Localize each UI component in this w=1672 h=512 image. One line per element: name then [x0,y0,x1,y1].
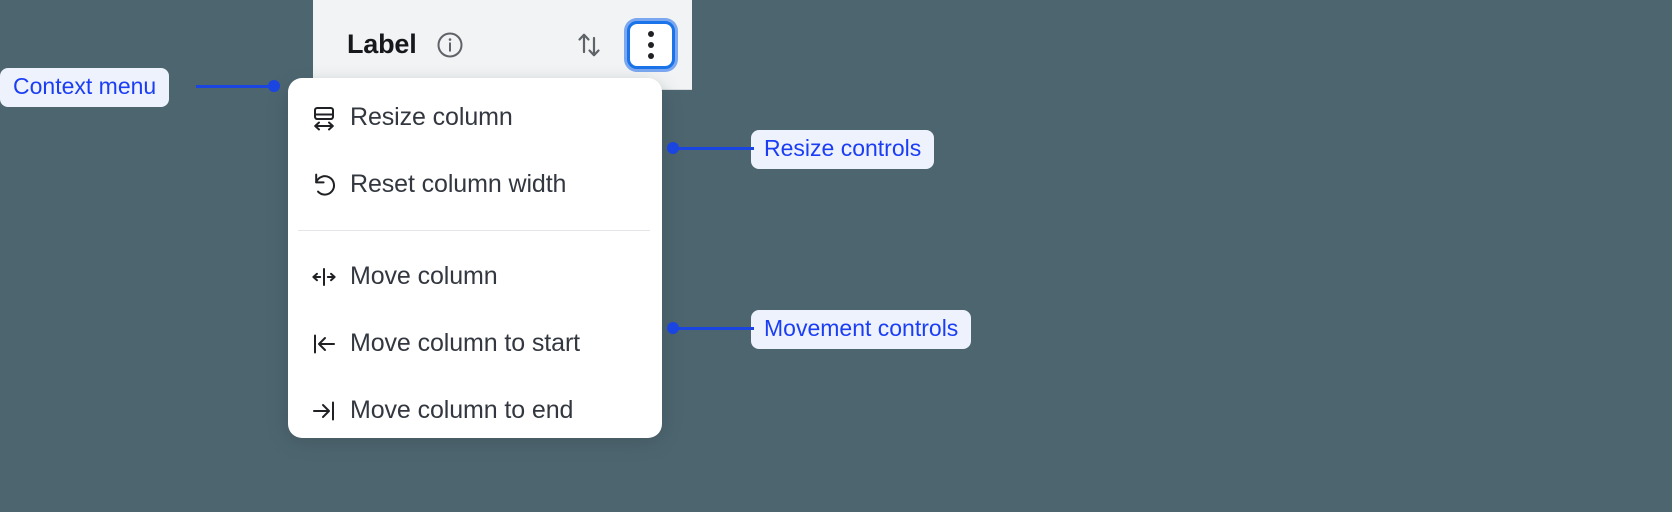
menu-item-resize-column[interactable]: Resize column [288,84,662,151]
info-circle-icon[interactable] [435,30,465,60]
reset-width-undo-icon [298,169,350,201]
column-header: Label [313,0,692,90]
move-column-icon [298,261,350,293]
menu-item-label: Resize column [350,103,513,131]
move-to-start-icon [298,328,350,360]
menu-item-label: Reset column width [350,170,567,198]
annotation-label-movement-controls: Movement controls [751,310,972,349]
more-vertical-icon-button[interactable] [627,20,675,69]
annotation-leader-line-context-menu [196,85,274,88]
annotation-leader-line-movement-controls [672,327,754,330]
menu-group-resize-controls: Resize column Reset column width [288,84,662,218]
move-to-end-icon [298,395,350,427]
annotation-anchor-dot-movement-controls [667,322,679,334]
menu-item-label: Move column to end [350,396,574,424]
menu-item-reset-column-width[interactable]: Reset column width [288,151,662,218]
annotation-label-resize-controls: Resize controls [751,130,935,169]
annotation-label-context-menu: Context menu [0,68,170,107]
resize-column-icon [298,102,350,134]
menu-item-label: Move column [350,262,498,290]
menu-divider [298,230,650,231]
annotation-leader-line-resize-controls [672,147,754,150]
menu-item-move-column-to-end[interactable]: Move column to end [288,377,662,438]
kebab-dot [648,52,654,59]
annotation-anchor-dot-context-menu [268,80,280,92]
context-menu: Resize column Reset column width [288,78,662,438]
kebab-dot [648,41,654,48]
menu-item-move-column-to-start[interactable]: Move column to start [288,310,662,377]
annotation-anchor-dot-resize-controls [667,142,679,154]
kebab-dot [648,30,654,37]
menu-item-move-column[interactable]: Move column [288,243,662,310]
menu-group-movement-controls: Move column Move column to start [288,243,662,438]
menu-item-label: Move column to start [350,329,581,357]
page-title: Label [347,29,417,59]
sort-up-down-icon[interactable] [569,25,609,65]
